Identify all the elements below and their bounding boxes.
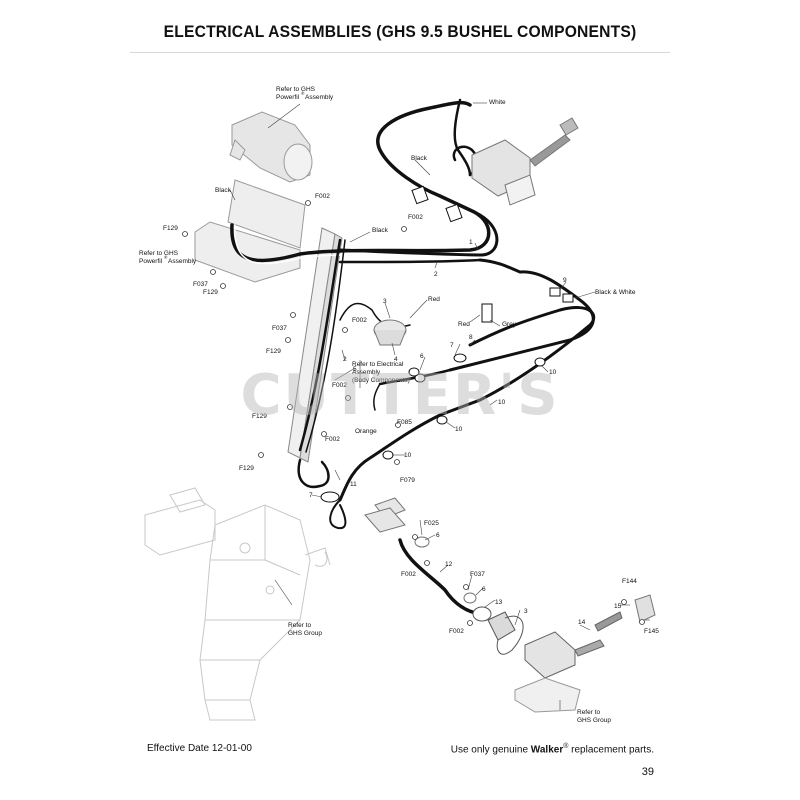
callout-f129: F129	[266, 348, 281, 355]
label-refer-powerfil-top-3: Assembly	[305, 94, 334, 101]
item-number: 2	[434, 271, 438, 278]
callout-f129: F129	[252, 413, 267, 420]
item-number: 9	[563, 277, 567, 284]
item-number: 5	[353, 366, 357, 373]
item-number: 2	[343, 356, 347, 363]
label-refer-ghs-left-1: Refer to	[288, 622, 312, 629]
label-wire-black-3: Black	[372, 227, 389, 234]
item-number: 8	[469, 334, 473, 341]
callout-f002: F002	[449, 628, 464, 635]
item-number: 15	[614, 603, 622, 610]
callout-f002: F002	[352, 317, 367, 324]
item-number: 13	[495, 599, 503, 606]
label-wire-black-2: Black	[215, 187, 232, 194]
label-refer-powerfil-top-2: Powerfil	[276, 94, 300, 101]
registered-mark: ®	[563, 743, 569, 750]
mounting-bracket	[194, 179, 306, 283]
label-wire-red-2: Red	[458, 321, 470, 328]
item-number: 6	[420, 353, 424, 360]
rotary-connector	[472, 606, 524, 655]
effective-date: Effective Date 12-01-00	[147, 743, 252, 754]
notice-prefix: Use only genuine	[450, 744, 531, 756]
label-refer-electrical-3: (Body Components)	[352, 377, 410, 384]
fasteners	[182, 200, 645, 626]
callout-f144: F144	[622, 578, 637, 585]
callout-f129: F129	[239, 465, 254, 472]
label-refer-ghs-left-2: GHS Group	[288, 630, 322, 637]
grommets	[320, 353, 546, 503]
harness-wires	[230, 98, 596, 616]
item-number: 3	[383, 298, 387, 305]
label-wire-black-white: Black & White	[595, 289, 636, 296]
callout-f025: F025	[424, 520, 439, 527]
notice-suffix: replacement parts.	[568, 744, 654, 756]
callout-f129: F129	[163, 225, 178, 232]
label-reg-mark-left: ®	[164, 254, 168, 260]
item-number: 4	[394, 356, 398, 363]
ghs-frame-outline	[144, 487, 331, 721]
label-refer-powerfil-left-2: Powerfil	[139, 258, 163, 265]
label-wire-red: Red	[428, 296, 440, 303]
harness-connectors	[411, 185, 574, 323]
powerfil-motor	[229, 111, 313, 183]
switch-box	[471, 117, 579, 206]
callout-f002: F002	[408, 214, 423, 221]
callout-f037: F037	[193, 281, 208, 288]
parts-notice: Use only genuine Walker® replacement par…	[451, 743, 654, 755]
actuator	[524, 611, 623, 679]
item-number: 12	[445, 561, 453, 568]
item-number: 3	[524, 608, 528, 615]
leader-lines	[229, 102, 650, 710]
page-title: ELECTRICAL ASSEMBLIES (GHS 9.5 BUSHEL CO…	[163, 22, 637, 41]
label-wire-grey: Grey	[502, 321, 517, 328]
label-refer-ghs-right-2: GHS Group	[577, 717, 611, 724]
page-number: 39	[641, 766, 654, 778]
label-refer-powerfil-left-1: Refer to GHS	[139, 250, 179, 257]
item-number: 10	[404, 452, 412, 459]
label-refer-powerfil-top-1: Refer to GHS	[276, 86, 316, 93]
item-number: 6	[436, 532, 440, 539]
label-refer-ghs-right-1: Refer to	[577, 709, 601, 716]
callout-f129: F129	[203, 289, 218, 296]
callout-f002: F002	[332, 382, 347, 389]
label-wire-white: White	[489, 99, 506, 106]
item-number: 7	[309, 492, 313, 499]
item-number: 10	[455, 426, 463, 433]
item-number: 6	[482, 586, 486, 593]
callout-f145: F145	[644, 628, 659, 635]
callout-f037: F037	[272, 325, 287, 332]
callout-f002: F002	[315, 193, 330, 200]
plug-bracket	[364, 497, 477, 604]
callout-f079: F079	[400, 477, 415, 484]
label-refer-electrical-1: Refer to Electrical	[352, 361, 404, 368]
right-bracket	[634, 594, 656, 623]
label-wire-black-1: Black	[411, 155, 428, 162]
watermark: CUTTER'S	[240, 363, 560, 428]
title-rule	[130, 52, 670, 53]
label-refer-powerfil-left-3: Assembly	[168, 258, 197, 265]
item-number: 7	[450, 342, 454, 349]
item-number: 14	[578, 619, 586, 626]
callout-f085: F085	[397, 419, 412, 426]
callout-f002: F002	[401, 571, 416, 578]
actuator-bracket	[514, 677, 581, 713]
item-number: 1	[469, 239, 473, 246]
label-wire-orange: Orange	[355, 428, 377, 435]
callout-f037: F037	[470, 571, 485, 578]
label-refer-electrical-2: Assembly	[352, 369, 381, 376]
callout-f002: F002	[325, 436, 340, 443]
item-number: 11	[350, 481, 357, 488]
label-reg-mark-top: ®	[301, 90, 305, 96]
brand-name: Walker	[530, 744, 564, 756]
item-number: 10	[549, 369, 557, 376]
relay-module	[373, 319, 407, 346]
diagram-labels: Refer to GHS Powerfil ® Assembly Refer t…	[139, 86, 659, 724]
item-number: 10	[498, 399, 506, 406]
